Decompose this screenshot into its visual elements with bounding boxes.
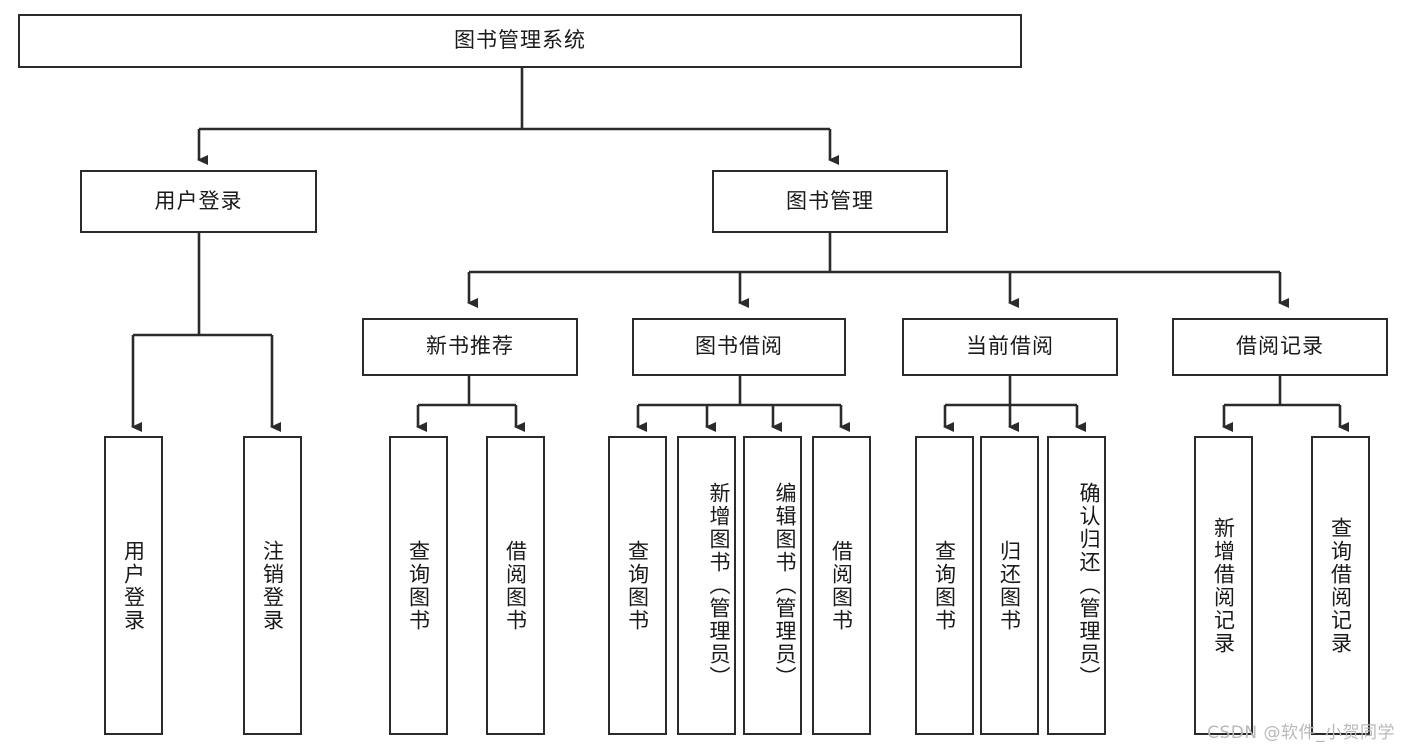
node-label: 借阅记录 [1236, 334, 1324, 359]
leaf-book-borrow-edit[interactable]: 编辑图书（管理员） [743, 436, 802, 735]
node-label: 查询图书 [932, 539, 957, 632]
node-user-login[interactable]: 用户登录 [80, 170, 317, 233]
node-label: 查询借阅记录 [1328, 516, 1353, 655]
node-label: 归还图书 [997, 539, 1022, 632]
leaf-new-book-query[interactable]: 查询图书 [389, 436, 448, 735]
node-borrow-record[interactable]: 借阅记录 [1172, 318, 1388, 376]
node-label: 编辑图书（管理员） [773, 482, 797, 689]
node-current-borrow[interactable]: 当前借阅 [902, 318, 1118, 376]
node-label: 借阅图书 [503, 539, 528, 632]
node-book-borrow[interactable]: 图书借阅 [632, 318, 846, 376]
leaf-book-borrow-borrow[interactable]: 借阅图书 [812, 436, 871, 735]
node-label: 图书管理系统 [454, 28, 586, 53]
node-label: 借阅图书 [829, 539, 854, 632]
node-label: 注销登录 [260, 539, 285, 632]
leaf-book-borrow-query[interactable]: 查询图书 [608, 436, 667, 735]
leaf-borrow-record-query[interactable]: 查询借阅记录 [1311, 436, 1370, 735]
node-book-management[interactable]: 图书管理 [712, 170, 948, 233]
node-label: 新书推荐 [426, 334, 514, 359]
leaf-borrow-record-add[interactable]: 新增借阅记录 [1194, 436, 1253, 735]
node-root-system[interactable]: 图书管理系统 [18, 14, 1022, 68]
leaf-user-login-login[interactable]: 用户登录 [104, 436, 163, 735]
node-new-book-recommend[interactable]: 新书推荐 [362, 318, 578, 376]
node-label: 查询图书 [625, 539, 650, 632]
node-label: 确认归还（管理员） [1077, 482, 1101, 689]
leaf-current-borrow-query[interactable]: 查询图书 [915, 436, 974, 735]
node-label: 用户登录 [121, 539, 146, 632]
leaf-current-borrow-confirm-return[interactable]: 确认归还（管理员） [1047, 436, 1106, 735]
leaf-user-login-logout[interactable]: 注销登录 [243, 436, 302, 735]
node-label: 查询图书 [406, 539, 431, 632]
node-label: 图书借阅 [695, 334, 783, 359]
node-label: 当前借阅 [966, 334, 1054, 359]
node-label: 新增图书（管理员） [707, 482, 731, 689]
watermark: CSDN @软件_小贺同学 [1207, 723, 1395, 743]
leaf-new-book-borrow[interactable]: 借阅图书 [486, 436, 545, 735]
leaf-book-borrow-add[interactable]: 新增图书（管理员） [677, 436, 736, 735]
node-label: 新增借阅记录 [1211, 516, 1236, 655]
node-label: 图书管理 [786, 188, 874, 213]
leaf-current-borrow-return[interactable]: 归还图书 [980, 436, 1039, 735]
node-label: 用户登录 [154, 188, 243, 213]
